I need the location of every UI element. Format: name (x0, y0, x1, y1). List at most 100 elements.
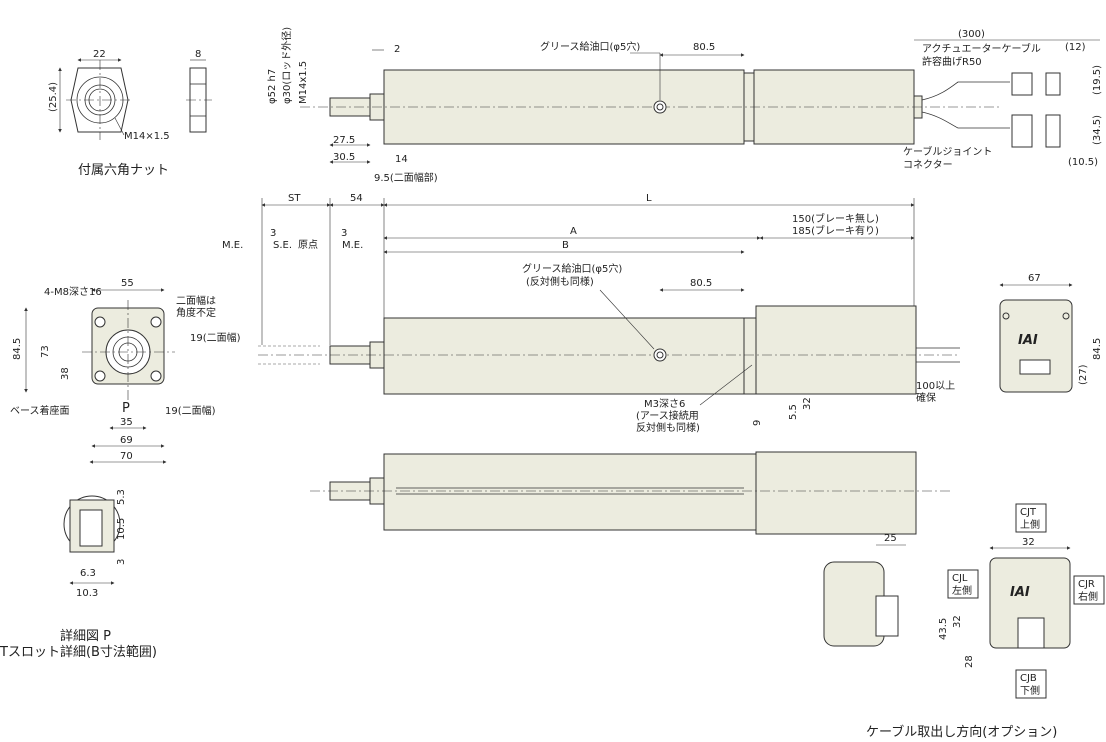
grease-mid1: グリース給油口(φ5穴) (522, 262, 622, 275)
base-label: ベース着座面 (10, 404, 70, 417)
top-95-label: 9.5(二面幅部) (374, 171, 438, 184)
logo-rear: IAI (1018, 333, 1038, 348)
m3-label-b: (アース接続用 (636, 409, 699, 422)
L-label: L (646, 193, 652, 204)
se-label: S.E. (273, 240, 292, 251)
cable-option-front: IAI 32 CJT 上側 CJL 左側 CJR 右側 CJB 下側 43.5 … (938, 503, 1105, 699)
top-view-dimensions: φ52 h7 φ30(ロッド外径) M14x1.5 2 80.5 グリース給油口… (267, 27, 1103, 184)
rod-thread-label: M14x1.5 (298, 61, 309, 104)
d845-label: 84.5 (12, 338, 23, 360)
d845r-label: 84.5 (1092, 338, 1103, 360)
top-305-label: 30.5 (333, 152, 355, 163)
mid-805-label: 80.5 (690, 278, 712, 289)
cjl2-label: 左側 (952, 584, 972, 597)
opt-caption: ケーブル取出し方向(オプション) (866, 724, 1057, 740)
cjt2-label: 上側 (1020, 518, 1040, 531)
nut-caption: 付属六角ナット (78, 163, 169, 178)
d69-label: 69 (120, 435, 133, 446)
me-label-2: M.E. (342, 240, 363, 251)
det-53-label: 5.3 (116, 489, 127, 505)
d70-label: 70 (120, 451, 133, 462)
top-14-label: 14 (395, 154, 408, 165)
opt-435-label: 43.5 (938, 618, 949, 640)
det-103-label: 10.3 (76, 588, 98, 599)
cjb2-label: 下側 (1020, 684, 1040, 697)
cjt1-label: CJT (1020, 507, 1037, 518)
cable-12-label: (12) (1065, 42, 1086, 53)
d54-label: 54 (350, 193, 363, 204)
d19a-label: 19(二面幅) (190, 331, 241, 344)
nut-width-label: 22 (93, 49, 106, 60)
origin-label: 原点 (298, 239, 318, 251)
d9-label: 9 (752, 420, 763, 426)
grease-top-label: グリース給油口(φ5穴) (540, 40, 640, 53)
rod-d2-label: φ30(ロッド外径) (280, 27, 293, 104)
det-3-label: 3 (116, 559, 127, 565)
opt-32b-label: 32 (952, 615, 963, 628)
top-actuator-view (300, 69, 1061, 148)
nimen2-label: 角度不定 (176, 306, 216, 319)
cable-105-label: (10.5) (1068, 157, 1098, 168)
det-105-label: 10.5 (116, 518, 127, 540)
logo-option: IAI (1010, 585, 1030, 600)
brake-none-label: 150(ブレーキ無し) (792, 212, 879, 225)
hex-nut-front-view: 22 (25.4) M14×1.5 (48, 49, 170, 142)
B-label: B (562, 240, 569, 251)
d73-label: 73 (40, 345, 51, 358)
brake-yes-label: 185(ブレーキ有り) (792, 224, 879, 237)
d100b-label: 確保 (916, 391, 936, 404)
d32-label: 32 (802, 397, 813, 410)
cjr1-label: CJR (1078, 579, 1095, 590)
side-actuator-view (258, 305, 960, 395)
d100a-label: 100以上 (916, 380, 955, 392)
A-label: A (570, 226, 577, 237)
m8-label: 4-M8深さ16 (44, 286, 102, 298)
det-63-label: 6.3 (80, 568, 96, 579)
opt-25-label: 25 (884, 533, 897, 544)
d55-label: 55 (121, 278, 134, 289)
d55b-label: 5.5 (788, 404, 799, 420)
rod-d1-label: φ52 h7 (267, 69, 278, 104)
nut-thickness-label: 8 (195, 49, 201, 60)
d3-label-1: 3 (270, 228, 276, 239)
cjb1-label: CJB (1020, 673, 1037, 684)
d35-label: 35 (120, 417, 133, 428)
cable-joint1: ケーブルジョイント (903, 145, 992, 158)
hex-nut-side-view: 8 (186, 49, 212, 133)
nut-height-label: (25.4) (48, 82, 59, 112)
side-view-dimensions: ST 54 L 150(ブレーキ無し) 185(ブレーキ有り) A B M.E.… (222, 193, 955, 434)
cjl1-label: CJL (952, 573, 968, 584)
top-275-label: 27.5 (333, 135, 355, 146)
nut-thread-label: M14×1.5 (124, 131, 170, 142)
det-caption2: Tスロット詳細(B寸法範囲) (0, 644, 157, 660)
top-2-label: 2 (394, 44, 400, 55)
cable-option-side: 25 (823, 533, 906, 647)
m3-label-c: 反対側も同様) (636, 421, 700, 434)
front-view: 55 4-M8深さ16 二面幅は 角度不定 19(二面幅) 19(二面幅) 84… (10, 278, 241, 464)
opt-32-label: 32 (1022, 537, 1035, 548)
grease-mid2: (反対側も同様) (526, 275, 594, 288)
d67-label: 67 (1028, 273, 1041, 284)
cjr2-label: 右側 (1078, 590, 1098, 603)
d3-label-2: 3 (341, 228, 347, 239)
d27-label: (27) (1078, 364, 1089, 385)
cable-195-label: (19.5) (1092, 65, 1103, 95)
bottom-actuator-view (310, 451, 950, 535)
d19b-label: 19(二面幅) (165, 404, 216, 417)
det-caption1: 詳細図 P (60, 628, 111, 644)
detail-p: 5.3 10.5 3 6.3 10.3 詳細図 P Tスロット詳細(B寸法範囲) (0, 489, 157, 660)
nimen1-label: 二面幅は (176, 294, 216, 307)
cable-joint2: コネクター (903, 159, 953, 171)
top-805-label: 80.5 (693, 42, 715, 53)
opt-28-label: 28 (964, 655, 975, 668)
m3-label-a: M3深さ6 (644, 398, 685, 410)
cable-345-label: (34.5) (1092, 115, 1103, 145)
p-mark-label: P (122, 401, 130, 416)
cable-300-label: (300) (958, 29, 985, 40)
st-label: ST (288, 193, 301, 204)
cable-note1: アクチュエーターケーブル (922, 42, 1041, 55)
cable-note2: 許容曲げR50 (922, 55, 982, 68)
rear-view: IAI 67 84.5 (27) (999, 273, 1103, 393)
me-label-1: M.E. (222, 240, 243, 251)
